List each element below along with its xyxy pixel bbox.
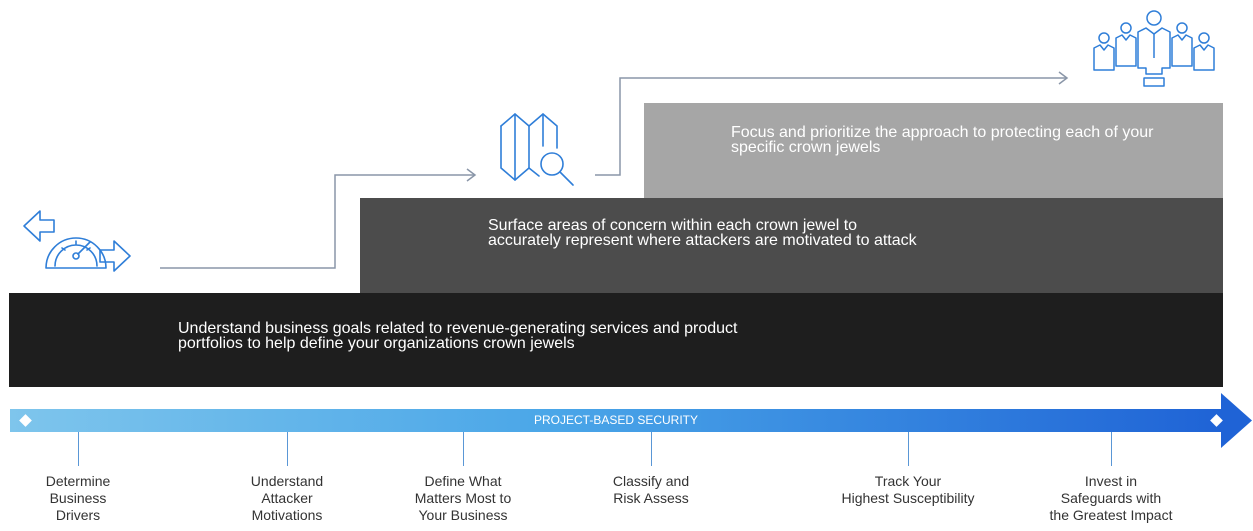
milestone-track-susceptibility: Track Your Highest Susceptibility	[841, 473, 975, 506]
band-surface-concerns: Surface areas of concern within each cro…	[360, 198, 1223, 293]
milestone-determine-business-drivers: Determine Business Drivers	[45, 473, 111, 523]
band-understand-goals-text: Understand business goals related to rev…	[178, 320, 738, 352]
timeline-label: PROJECT-BASED SECURITY	[533, 413, 699, 427]
milestone-define-what-matters: Define What Matters Most to Your Busines…	[414, 473, 512, 523]
arrowhead-step-2	[466, 168, 477, 182]
connector-step-1-to-2	[160, 174, 475, 269]
timeline-arrowhead	[1221, 393, 1252, 448]
band-surface-concerns-text: Surface areas of concern within each cro…	[488, 217, 917, 249]
map-search-icon	[500, 113, 574, 186]
timeline-bar	[10, 409, 1222, 432]
milestone-tick	[908, 432, 909, 466]
band-focus-prioritize: Focus and prioritize the approach to pro…	[644, 103, 1223, 198]
speedometer-arrows-icon	[23, 210, 131, 272]
band-focus-prioritize-text: Focus and prioritize the approach to pro…	[731, 124, 1154, 156]
people-group-icon	[1093, 10, 1215, 87]
milestone-understand-attacker-motivations: Understand Attacker Motivations	[250, 473, 324, 523]
band-understand-goals: Understand business goals related to rev…	[9, 293, 1223, 387]
connector-step-2-to-3	[595, 77, 1067, 176]
milestone-classify-risk-assess: Classify and Risk Assess	[612, 473, 690, 506]
milestone-tick	[651, 432, 652, 466]
milestone-tick	[463, 432, 464, 466]
milestone-tick	[78, 432, 79, 466]
arrowhead-step-3	[1058, 71, 1069, 85]
milestone-invest-in-safeguards: Invest in Safeguards with the Greatest I…	[1049, 473, 1173, 523]
milestone-tick	[287, 432, 288, 466]
milestone-tick	[1111, 432, 1112, 466]
